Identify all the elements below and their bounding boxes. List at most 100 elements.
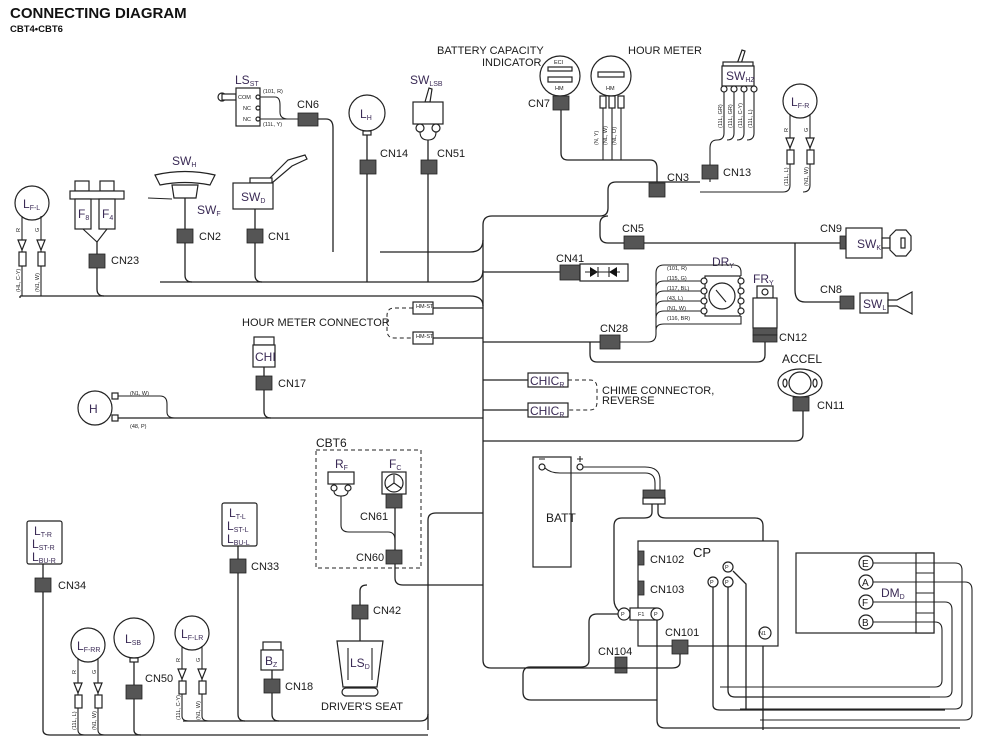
cbt6-block: CBT6 RF FC CN61 CN60 — [315, 436, 483, 730]
svg-text:HOUR METER CONNECTOR: HOUR METER CONNECTOR — [242, 317, 390, 329]
svg-text:NC: NC — [243, 106, 251, 112]
horn-shaped-switch-icon — [887, 291, 913, 315]
svg-text:CN5: CN5 — [622, 223, 644, 235]
svg-text:INDICATOR: INDICATOR — [482, 57, 542, 69]
svg-text:(NL, W): (NL, W) — [603, 126, 609, 145]
svg-text:CBT6: CBT6 — [316, 436, 347, 450]
accelerator: ACCEL CN11 — [483, 352, 844, 442]
control-panel: CP CN102 CN103 P F1 P P P P N1 CN101 CN1… — [520, 504, 960, 730]
diagram-subtitle: CBT4•CBT6 — [10, 24, 63, 35]
svg-text:SWL: SWL — [863, 297, 886, 312]
svg-text:(11L, GR): (11L, GR) — [718, 104, 724, 128]
svg-text:SWLSB: SWLSB — [410, 73, 443, 88]
svg-text:(N1, W): (N1, W) — [92, 711, 98, 730]
svg-text:R: R — [72, 670, 78, 674]
svg-text:G: G — [92, 670, 98, 674]
svg-text:CN104: CN104 — [598, 646, 632, 658]
switch-lsb: SWLSB CN51 — [410, 73, 465, 282]
svg-text:(N1, W): (N1, W) — [804, 167, 810, 186]
svg-text:CN18: CN18 — [285, 681, 313, 693]
lamp-front-right-rear: LF-RR R G (11L, L) (N1, W) — [70, 627, 106, 736]
svg-text:(11L, L): (11L, L) — [784, 167, 790, 186]
svg-text:CN33: CN33 — [251, 561, 279, 573]
svg-text:HM-ST: HM-ST — [416, 334, 434, 340]
svg-text:(N1, W): (N1, W) — [130, 391, 149, 397]
svg-text:(115, G): (115, G) — [667, 276, 687, 282]
svg-text:REVERSE: REVERSE — [602, 395, 655, 407]
svg-text:(117, BL): (117, BL) — [667, 286, 689, 292]
svg-text:CN101: CN101 — [665, 627, 699, 639]
lamp-front-left: LF-L R G (HL, C-Y) (N1, W) — [14, 185, 50, 296]
svg-text:CN60: CN60 — [356, 552, 384, 564]
svg-text:FC: FC — [389, 457, 401, 472]
svg-text:CN2: CN2 — [199, 231, 221, 243]
toggle-lever-icon — [424, 87, 433, 103]
svg-text:G: G — [804, 128, 810, 132]
battery-capacity-indicator: BATTERY CAPACITY INDICATOR ECI HM CN7 — [437, 45, 658, 182]
direction-switch: SWD CN1 — [232, 154, 308, 283]
svg-text:(N1, W): (N1, W) — [35, 273, 41, 292]
diagram-title: CONNECTING DIAGRAM — [10, 5, 187, 22]
hazard-switch: SWHZ (11L, GR) (11L, GR) (11L, C-Y) (11L… — [701, 49, 758, 182]
svg-text:BATT: BATT — [546, 511, 576, 525]
svg-text:CN7: CN7 — [528, 98, 550, 110]
svg-text:LF-LR: LF-LR — [181, 627, 203, 642]
svg-text:ACCEL: ACCEL — [782, 352, 822, 366]
svg-text:H: H — [89, 402, 98, 416]
svg-text:CHIME CONNECTOR,: CHIME CONNECTOR, — [602, 385, 714, 397]
hour-meter: HOUR METER HM (N, Y) (NL, W) (NL, O) CN3 — [590, 45, 702, 198]
hour-meter-connector: HOUR METER CONNECTOR HM-ST HM-ST — [242, 301, 483, 345]
limit-switch-steering: LSST COM NC NC (101, R) (11L, Y) — [217, 73, 334, 252]
svg-text:(N, Y): (N, Y) — [594, 131, 600, 145]
svg-text:CN34: CN34 — [58, 580, 86, 592]
lamp-front-right: LF-R R G (11L, L) (N1, W) — [700, 83, 818, 193]
svg-text:LT-L: LT-L — [229, 506, 246, 521]
connector-cn6: CN6 — [297, 99, 319, 127]
ls-st-label: LSST — [235, 73, 259, 88]
svg-text:CN3: CN3 — [667, 172, 689, 184]
svg-text:R: R — [176, 658, 182, 662]
svg-text:CHICR: CHICR — [530, 404, 564, 419]
svg-text:P: P — [621, 612, 625, 618]
svg-text:(N1, W): (N1, W) — [667, 306, 686, 312]
svg-text:CP: CP — [693, 545, 711, 560]
svg-text:CHI: CHI — [255, 350, 276, 364]
svg-text:BATTERY CAPACITY: BATTERY CAPACITY — [437, 45, 544, 57]
svg-text:LH: LH — [360, 107, 372, 122]
svg-text:(11L, Y): (11L, Y) — [263, 122, 282, 128]
svg-text:RF: RF — [335, 457, 348, 472]
horn: H (N1, W) (48, P) — [77, 390, 483, 430]
svg-text:CN103: CN103 — [650, 584, 684, 596]
svg-text:F1: F1 — [638, 612, 644, 618]
svg-text:SWK: SWK — [857, 237, 881, 252]
svg-text:(11L, C-Y): (11L, C-Y) — [176, 695, 182, 720]
svg-text:CN23: CN23 — [111, 255, 139, 267]
svg-text:SWHZ: SWHZ — [726, 69, 755, 84]
svg-text:N1: N1 — [759, 631, 766, 637]
svg-text:DRIVER'S SEAT: DRIVER'S SEAT — [321, 701, 403, 713]
svg-text:CN42: CN42 — [373, 605, 401, 617]
steering-wheel-icon — [154, 170, 216, 186]
svg-text:CN6: CN6 — [297, 99, 319, 111]
svg-text:CN14: CN14 — [380, 148, 408, 160]
svg-text:A: A — [862, 578, 869, 589]
svg-text:(101, R): (101, R) — [667, 266, 687, 272]
lamp-front-left-rear: LF-LR R G (11L, C-Y) (N1, W) — [174, 615, 210, 722]
svg-text:P: P — [725, 580, 729, 586]
svg-text:CN12: CN12 — [779, 332, 807, 344]
svg-text:CN11: CN11 — [817, 400, 844, 412]
svg-text:(11L, L): (11L, L) — [748, 109, 754, 128]
direction-relay: DRY (101, R) (115, G) (117, BL) (43, L) … — [483, 255, 745, 350]
buzzer: BZ CN18 — [260, 641, 313, 722]
relay-dial-icon — [708, 282, 736, 310]
svg-text:FRY: FRY — [753, 272, 774, 287]
svg-text:P: P — [710, 580, 714, 586]
svg-text:DMD: DMD — [881, 586, 905, 601]
svg-text:SWH: SWH — [172, 154, 196, 169]
svg-text:LBU-R: LBU-R — [32, 550, 56, 565]
svg-text:CN1: CN1 — [268, 231, 290, 243]
lamp-seat-belt: LSB CN50 — [113, 617, 173, 736]
svg-text:LST-R: LST-R — [32, 537, 55, 552]
connector-cn14-body — [359, 159, 377, 175]
